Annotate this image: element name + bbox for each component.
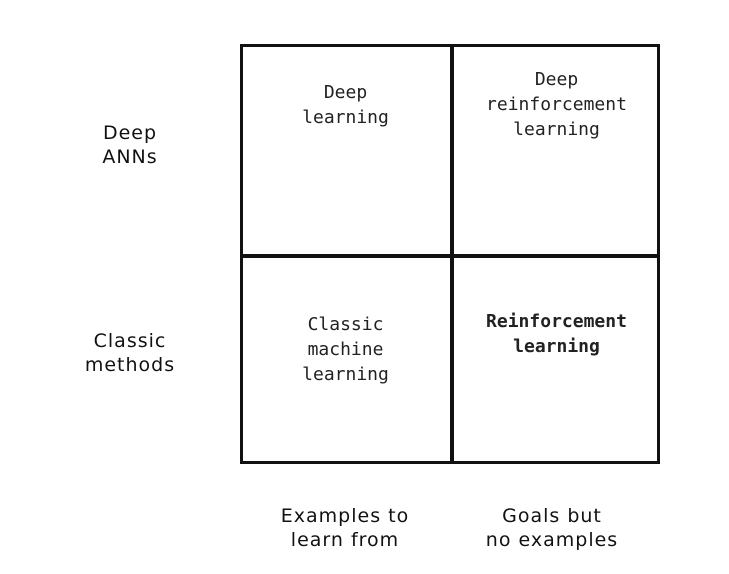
- row-label-classic-methods: Classic methods: [84, 330, 176, 376]
- cell-label: Deep reinforcement learning: [486, 69, 627, 140]
- cell-label: Deep learning: [302, 81, 389, 128]
- cell-label: Classic machine learning: [302, 314, 389, 385]
- cell-label: Reinforcement learning: [486, 310, 627, 357]
- cell-deep-learning: Deep learning: [243, 47, 448, 252]
- quadrant-grid: Deep learning Deep reinforcement learnin…: [240, 44, 660, 464]
- row-label-deep-anns: Deep ANNs: [102, 122, 158, 168]
- cell-classic-machine-learning: Classic machine learning: [243, 258, 448, 463]
- column-label-examples: Examples to learn from: [280, 505, 410, 551]
- cell-reinforcement-learning: Reinforcement learning: [454, 258, 659, 463]
- cell-deep-reinforcement-learning: Deep reinforcement learning: [454, 47, 659, 252]
- column-label-goals: Goals but no examples: [485, 505, 619, 551]
- horizontal-divider: [243, 254, 657, 258]
